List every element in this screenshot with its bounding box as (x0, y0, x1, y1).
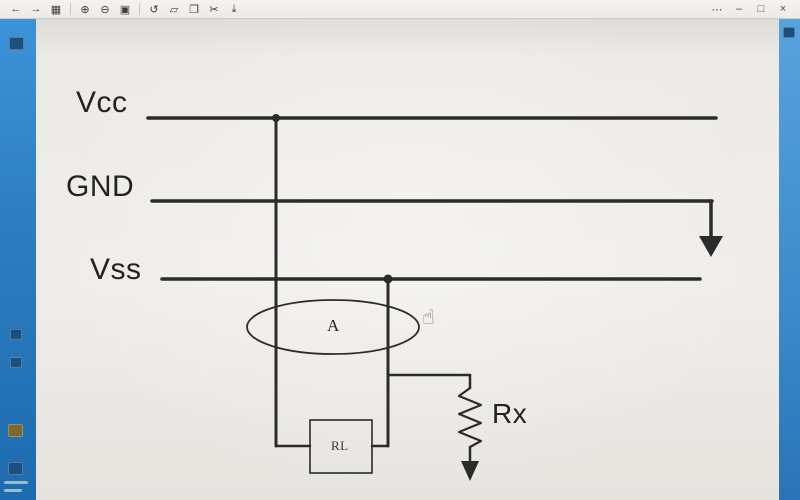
vss-rail-label: Vss (90, 253, 142, 286)
zoom-in-icon[interactable]: ⊕ (80, 3, 90, 16)
image-viewer-toolbar: ← → ▦ ⊕ ⊖ ▣ ↺ ▱ ❐ ✂ ⤓ ⋯ – □ × (0, 0, 800, 19)
rotate-left-icon[interactable]: ↺ (149, 3, 159, 16)
desktop-background-left (0, 19, 36, 500)
vcc-rail-label: Vcc (76, 86, 128, 119)
edit-icon[interactable]: ▱ (169, 3, 179, 16)
more-options-icon[interactable]: ⋯ (711, 3, 723, 16)
desktop-icon[interactable] (783, 27, 795, 38)
rx-resistor-label: Rx (492, 398, 528, 429)
desktop-background-right (779, 19, 800, 500)
toolbar-divider (70, 3, 71, 15)
desktop-icon[interactable] (10, 329, 22, 340)
image-viewer-canvas (36, 19, 779, 500)
fit-window-icon[interactable]: ▣ (119, 3, 131, 16)
desktop-icon[interactable] (8, 424, 23, 437)
thumbnails-icon[interactable]: ▦ (50, 3, 62, 16)
gnd-rail-label: GND (66, 170, 135, 203)
ammeter-label: A (327, 316, 340, 335)
maximize-button[interactable]: □ (757, 3, 765, 15)
desktop-icon[interactable] (8, 462, 23, 475)
save-icon[interactable]: ⤓ (231, 2, 237, 15)
close-button[interactable]: × (779, 3, 787, 15)
desktop-icon[interactable] (10, 357, 22, 368)
load-resistor-label: RL (331, 438, 349, 453)
toolbar-divider (139, 3, 140, 15)
desktop-icon[interactable] (9, 37, 24, 50)
desktop-icon-label (4, 489, 22, 492)
cursor-hand-icon: ☝ (422, 305, 435, 329)
crop-icon[interactable]: ✂ (209, 3, 219, 16)
forward-icon[interactable]: → (30, 3, 42, 15)
minimize-button[interactable]: – (735, 3, 743, 15)
desktop-icon-label (4, 481, 28, 484)
copy-icon[interactable]: ❐ (189, 3, 199, 16)
back-icon[interactable]: ← (10, 3, 22, 15)
zoom-out-icon[interactable]: ⊖ (100, 3, 110, 16)
